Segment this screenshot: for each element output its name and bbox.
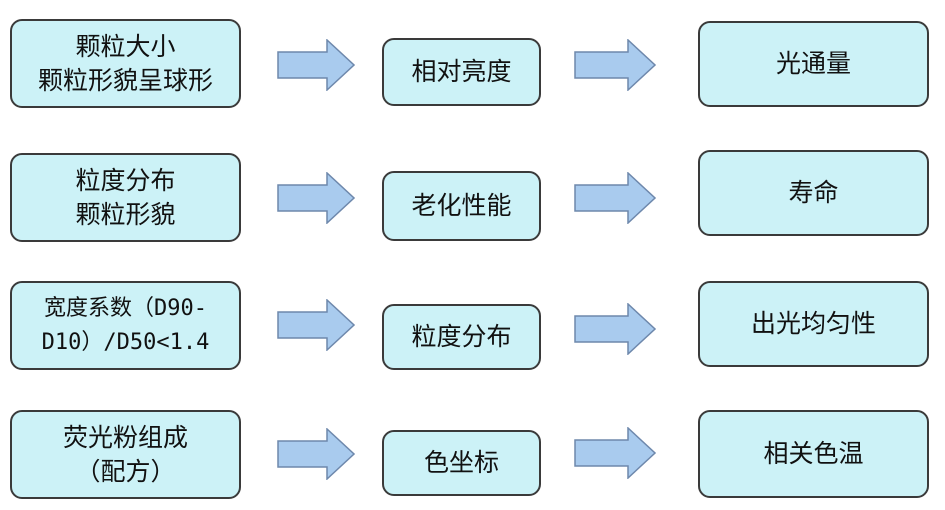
result-box-3: 出光均匀性	[698, 281, 929, 367]
result-box-1: 光通量	[698, 21, 929, 107]
middle-2-label: 老化性能	[411, 191, 512, 220]
middle-4-label: 色坐标	[423, 448, 499, 477]
cause-box-4: 荧光粉组成 （配方）	[10, 410, 241, 499]
cause-4-line-1: 荧光粉组成	[62, 422, 188, 452]
middle-box-2: 老化性能	[382, 171, 541, 241]
cause-3-line-1: 宽度系数（D90-	[44, 295, 207, 321]
cause-box-1: 颗粒大小 颗粒形貌呈球形	[10, 19, 241, 108]
cause-2-line-2: 颗粒形貌	[75, 199, 176, 229]
result-box-2: 寿命	[698, 150, 929, 236]
arrow-2b	[574, 172, 656, 224]
cause-3-line-2: D10）/D50<1.4	[41, 329, 210, 355]
result-2-label: 寿命	[788, 178, 839, 207]
arrow-3a	[277, 299, 355, 351]
middle-box-1: 相对亮度	[382, 38, 541, 106]
middle-3-label: 粒度分布	[411, 322, 512, 351]
cause-2-line-1: 粒度分布	[75, 165, 176, 195]
result-3-label: 出光均匀性	[750, 309, 876, 338]
result-box-4: 相关色温	[698, 410, 929, 498]
arrow-1a	[277, 39, 355, 91]
cause-box-3: 宽度系数（D90- D10）/D50<1.4	[10, 281, 241, 370]
middle-box-3: 粒度分布	[382, 304, 541, 370]
arrow-3b	[574, 303, 656, 355]
result-4-label: 相关色温	[763, 439, 864, 468]
result-1-label: 光通量	[775, 49, 851, 78]
cause-1-line-2: 颗粒形貌呈球形	[37, 65, 213, 95]
arrow-2a	[277, 172, 355, 224]
arrow-1b	[574, 39, 656, 91]
middle-box-4: 色坐标	[382, 430, 541, 496]
arrow-4a	[277, 428, 355, 480]
arrow-4b	[574, 427, 656, 479]
cause-4-line-2: （配方）	[75, 456, 176, 486]
cause-box-2: 粒度分布 颗粒形貌	[10, 153, 241, 242]
middle-1-label: 相对亮度	[411, 57, 512, 86]
cause-1-line-1: 颗粒大小	[75, 31, 176, 61]
